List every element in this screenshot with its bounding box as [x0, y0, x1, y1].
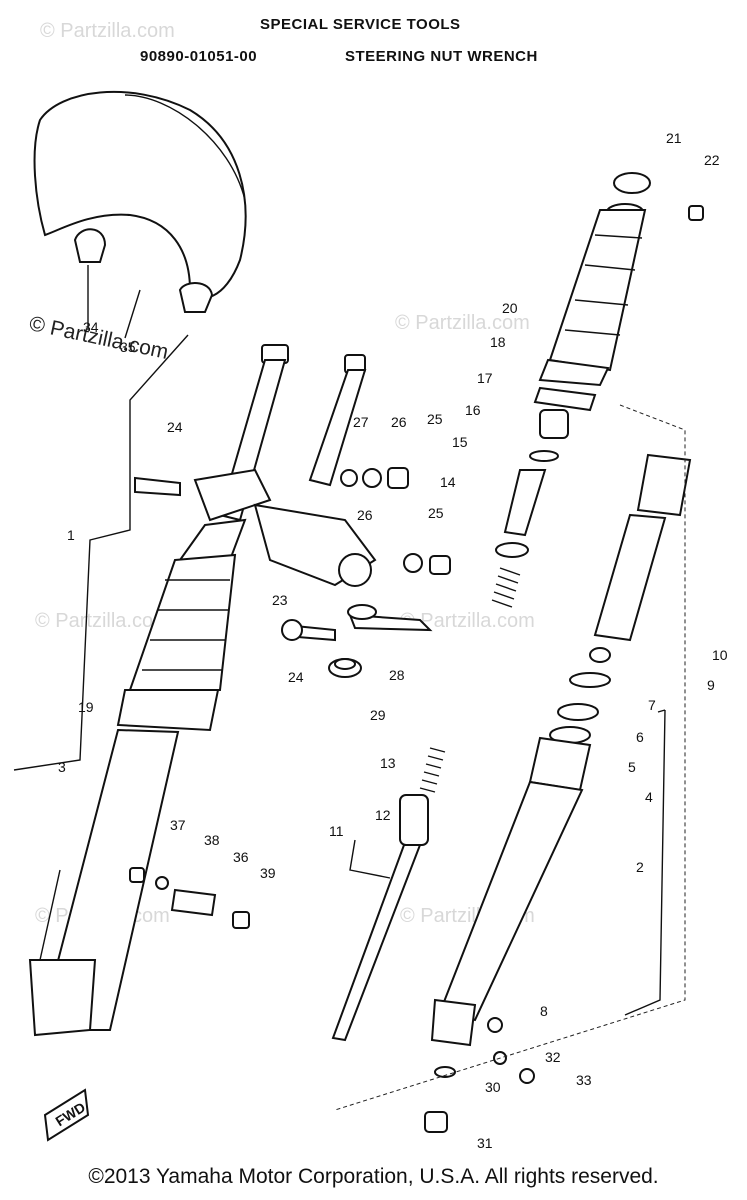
callout-26: 26	[357, 507, 373, 523]
tool-name: STEERING NUT WRENCH	[345, 48, 538, 65]
tool-part-number: 90890-01051-00	[140, 48, 258, 65]
nuts-washers	[340, 467, 451, 575]
callout-25: 25	[428, 505, 444, 521]
callout-12: 12	[375, 807, 391, 823]
callout-17: 17	[477, 370, 493, 386]
callout-24: 24	[167, 419, 183, 435]
right-fork-assembly	[424, 453, 692, 1133]
callout-36: 36	[233, 849, 249, 865]
callout-20: 20	[502, 300, 518, 316]
callout-1: 1	[67, 527, 75, 543]
callout-39: 39	[260, 865, 276, 881]
fwd-arrow-icon: FWD	[43, 1088, 90, 1142]
callout-5: 5	[628, 759, 636, 775]
callout-32: 32	[545, 1049, 561, 1065]
callout-7: 7	[648, 697, 656, 713]
callout-38: 38	[204, 832, 220, 848]
watermark: © Partzilla.com	[395, 312, 530, 334]
callout-33: 33	[576, 1072, 592, 1088]
right-fork-boot	[495, 172, 704, 558]
callout-24: 24	[288, 669, 304, 685]
callout-22: 22	[704, 152, 720, 168]
callout-35: 35	[120, 339, 136, 355]
callout-25: 25	[427, 411, 443, 427]
callout-8: 8	[540, 1003, 548, 1019]
callout-3: 3	[58, 759, 66, 775]
watermark: © Partzilla.com	[400, 610, 535, 632]
callout-26: 26	[391, 414, 407, 430]
callout-29: 29	[370, 707, 386, 723]
callout-labels: 1 2 3 4 5 6 7 8 9 10 11 12 13 14 15 16 1…	[58, 130, 728, 1151]
watermark: © Partzilla.com	[40, 20, 175, 42]
callout-28: 28	[389, 667, 405, 683]
callout-37: 37	[170, 817, 186, 833]
fork-clamp	[328, 604, 433, 678]
leader-lines	[13, 334, 686, 1111]
callout-14: 14	[440, 474, 456, 490]
callout-16: 16	[465, 402, 481, 418]
callout-31: 31	[477, 1135, 493, 1151]
callout-13: 13	[380, 755, 396, 771]
callout-30: 30	[485, 1079, 501, 1095]
steering-stem	[134, 354, 377, 642]
callout-23: 23	[272, 592, 288, 608]
callout-2: 2	[636, 859, 644, 875]
callout-34: 34	[83, 319, 99, 335]
callout-6: 6	[636, 729, 644, 745]
callout-11: 11	[329, 823, 344, 839]
callout-4: 4	[645, 789, 653, 805]
callout-18: 18	[490, 334, 506, 350]
caliper-bracket	[129, 867, 250, 929]
damper-rod	[331, 794, 429, 1042]
callout-10: 10	[712, 647, 728, 663]
special-tools-heading: SPECIAL SERVICE TOOLS	[260, 16, 461, 33]
callout-21: 21	[666, 130, 682, 146]
callout-27: 27	[353, 414, 369, 430]
callout-15: 15	[452, 434, 468, 450]
callout-19: 19	[78, 699, 94, 715]
left-fork-assembly	[28, 344, 289, 1037]
copyright-notice: ©2013 Yamaha Motor Corporation, U.S.A. A…	[88, 1165, 659, 1188]
callout-9: 9	[707, 677, 715, 693]
fender-part	[33, 90, 247, 339]
watermark: © Partzilla.com	[35, 610, 170, 632]
fork-springs	[419, 567, 521, 793]
